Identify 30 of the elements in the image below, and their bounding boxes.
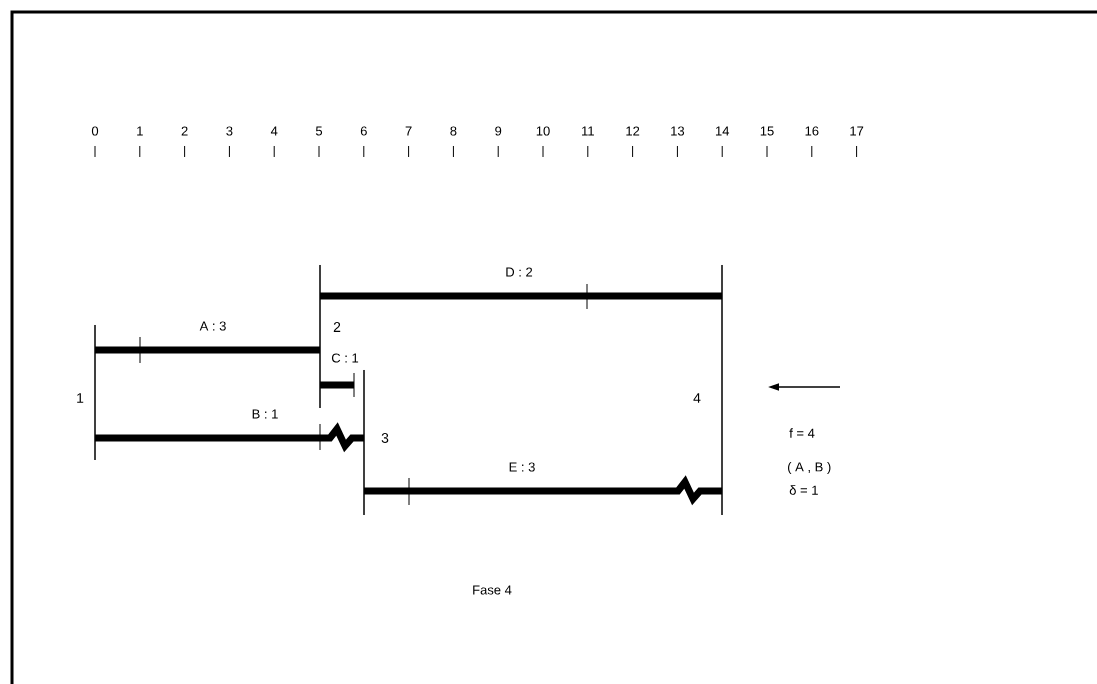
scale-number: 12 xyxy=(626,126,640,136)
scale-number: 8 xyxy=(450,126,457,136)
scale-number: 3 xyxy=(226,126,233,136)
edge-label: D : 2 xyxy=(504,266,534,278)
edge-label: C : 1 xyxy=(330,352,360,364)
note-text: f = 4 xyxy=(789,428,815,438)
scale-number: 13 xyxy=(671,126,685,136)
event-line: 4 xyxy=(693,264,723,516)
scale-number: 9 xyxy=(495,126,502,136)
scale-number: 17 xyxy=(850,126,864,136)
edge-label: A : 3 xyxy=(198,320,228,332)
scale-number: 7 xyxy=(405,126,412,136)
scale-number: 6 xyxy=(360,126,367,136)
edge-label: B : 1 xyxy=(250,408,280,420)
phase-caption: Fase 4 xyxy=(473,585,512,595)
scale-number: 14 xyxy=(715,126,730,136)
scale-number: 1 xyxy=(137,126,143,136)
scale-number: 2 xyxy=(181,126,188,136)
scale-number: 4 xyxy=(270,126,278,136)
event-line: 3 xyxy=(363,369,389,516)
note-text: δ = 1 xyxy=(789,485,818,495)
scale-number: 11 xyxy=(582,126,594,136)
event-line: 1 xyxy=(77,324,96,461)
scale-number: 16 xyxy=(805,126,819,136)
scale-number: 10 xyxy=(536,126,550,136)
note-text: ( A , B ) xyxy=(788,461,831,475)
scale-number: 0 xyxy=(91,126,99,136)
scale-number: 15 xyxy=(760,126,774,136)
scale-number: 5 xyxy=(315,126,323,136)
edge-label: E : 3 xyxy=(507,461,537,473)
